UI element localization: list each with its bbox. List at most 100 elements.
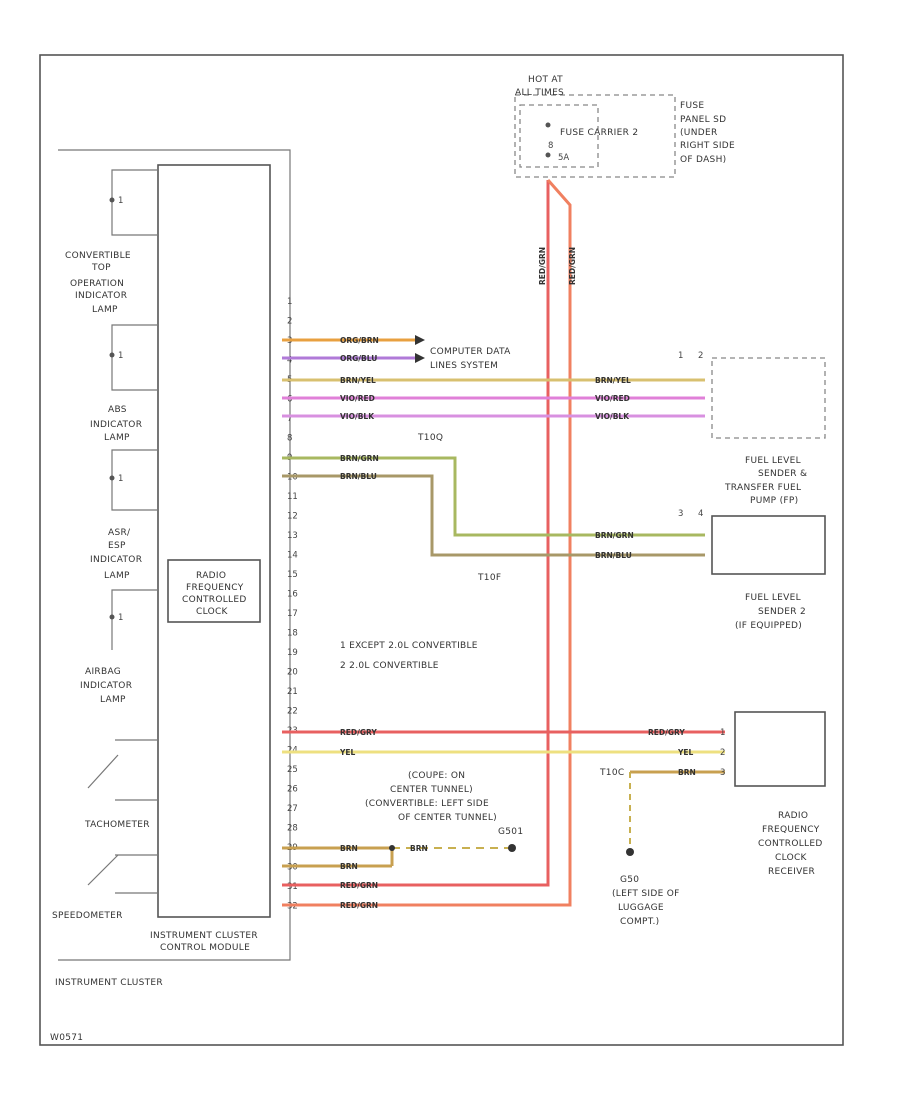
rf-receiver-box [734, 711, 826, 787]
icm-pin-list: 1234567891011121314151617181920212223242… [287, 297, 298, 912]
asr-esp-label-2: ESP [108, 541, 126, 551]
icm-pin-8: 8 [287, 434, 292, 444]
fuse-amps: 5A [558, 153, 569, 163]
rf-clock-label-4: CLOCK [196, 607, 229, 617]
instrument-cluster-bracket [58, 149, 291, 961]
fuse-number: 8 [548, 141, 553, 151]
g501-label-2: CENTER TUNNEL) [390, 785, 473, 795]
asr-esp-label-3: INDICATOR [90, 555, 142, 565]
fuel-sender-2-label-1: FUEL LEVEL [745, 593, 801, 603]
rf-b-label-left: YEL [339, 748, 356, 757]
icm-pin-19: 19 [287, 648, 298, 658]
sender2-b-label-right: BRN/BLU [595, 551, 632, 560]
rf-receiver-label-3: CONTROLLED [758, 839, 823, 849]
fuse-carrier-box [519, 104, 599, 168]
g50-label-3: LUGGAGE [618, 903, 664, 913]
diagram-id: W0571 [50, 1033, 83, 1043]
fuse-panel-box [514, 94, 676, 178]
icm-pin-28: 28 [287, 824, 298, 834]
icm-pin-27: 27 [287, 804, 298, 814]
fuse-terminal-top-icon [545, 122, 551, 128]
receiver-pin-label-2: 2 [720, 748, 725, 758]
lamp-note-2: 1 [118, 351, 123, 361]
icm-pin-13: 13 [287, 531, 298, 541]
g501-label-5: G501 [498, 827, 523, 837]
feed-wire-b [282, 179, 572, 907]
t10q-label: T10Q [417, 433, 443, 443]
fuse-panel-note-3: (UNDER [680, 128, 718, 138]
convertible-top-label-3: OPERATION [70, 279, 124, 289]
icm-pin-14: 14 [287, 551, 298, 561]
lamp-note-3: 1 [118, 474, 123, 484]
sender1-pin-label-1: 1 [678, 351, 683, 361]
icm-pin-15: 15 [287, 570, 298, 580]
feed-wire-b-label: RED/GRN [568, 247, 577, 285]
rf-a-label-right: RED/GRY [648, 728, 685, 737]
asr-esp-lamp-icon [109, 475, 115, 481]
g50-label-2: (LEFT SIDE OF [612, 889, 680, 899]
rf-receiver-label-4: CLOCK [775, 853, 808, 863]
convertible-top-label-2: TOP [91, 263, 111, 273]
icm-label-1: INSTRUMENT CLUSTER [150, 931, 258, 941]
feed-wire-a-label: RED/GRN [538, 247, 547, 285]
convertible-top-lamp-icon [109, 197, 115, 203]
icm-pin-7: 7 [287, 414, 292, 424]
rf-receiver-label-2: FREQUENCY [762, 825, 820, 835]
sender1-b-label-left: VIO/RED [340, 394, 375, 403]
fuel-sender-2-label-2: SENDER 2 [758, 607, 806, 617]
gnd-splice-icon [389, 845, 395, 851]
tachometer-label: TACHOMETER [84, 820, 150, 830]
t10c-label: T10C [599, 768, 624, 778]
t10f-label: T10F [477, 573, 501, 583]
icm-pin-17: 17 [287, 609, 298, 619]
convertible-top-label-1: CONVERTIBLE [65, 251, 131, 261]
icm-box [157, 164, 271, 918]
icm-pin-25: 25 [287, 765, 298, 775]
g501-label-3: (CONVERTIBLE: LEFT SIDE [365, 799, 489, 809]
ground-g501-icon [508, 844, 516, 852]
gnd-a-label: BRN [340, 844, 358, 853]
convertible-top-label-5: LAMP [92, 305, 118, 315]
icm-pin-31: 31 [287, 882, 298, 892]
airbag-lamp-wire [111, 589, 158, 650]
fuse-panel-note-5: OF DASH) [680, 155, 726, 165]
airbag-lamp-icon [109, 614, 115, 620]
g501-label-4: OF CENTER TUNNEL) [398, 813, 497, 823]
fuel-sender-2-label-3: (IF EQUIPPED) [735, 621, 802, 631]
speedometer-needle-icon [87, 854, 119, 886]
fuse-panel-note-1: FUSE [680, 101, 704, 111]
g501-label-1: (COUPE: ON [408, 771, 465, 781]
feed-a-label-left: RED/GRN [340, 881, 378, 890]
instrument-cluster-label: INSTRUMENT CLUSTER [55, 978, 163, 988]
icm-pin-16: 16 [287, 590, 298, 600]
hot-at-line-2: ALL TIMES [515, 88, 564, 98]
tachometer-needle-icon [87, 754, 119, 789]
lamp-note-1: 1 [118, 196, 123, 206]
can-low-arrow-icon [415, 353, 425, 363]
diagram-frame [39, 54, 844, 1046]
fuel-sender-2-box [711, 515, 826, 575]
computer-data-label-2: LINES SYSTEM [430, 361, 498, 371]
receiver-pin-label-1: 1 [720, 728, 725, 738]
note-1: 1 EXCEPT 2.0L CONVERTIBLE [340, 641, 478, 651]
sender1-a-label-right: BRN/YEL [595, 376, 631, 385]
sender2-pin-label-2: 4 [698, 509, 703, 519]
speedometer-label: SPEEDOMETER [52, 911, 123, 921]
abs-lamp-icon [109, 352, 115, 358]
hot-at-line-1: HOT AT [528, 75, 563, 85]
rf-receiver-label-5: RECEIVER [768, 867, 815, 877]
icm-pin-2: 2 [287, 317, 292, 327]
sender2-a-label-left: BRN/GRN [340, 454, 379, 463]
abs-label-3: LAMP [104, 433, 130, 443]
sender1-a-label-left: BRN/YEL [340, 376, 376, 385]
airbag-label-2: INDICATOR [80, 681, 132, 691]
sender2-b-label-left: BRN/BLU [340, 472, 377, 481]
rf-clock-box [167, 559, 261, 623]
abs-label-1: ABS [108, 405, 127, 415]
abs-label-2: INDICATOR [90, 420, 142, 430]
g50-label-4: COMPT.) [620, 917, 659, 927]
rf-a-label-left: RED/GRY [340, 728, 377, 737]
gnd-b-label: BRN [340, 862, 358, 871]
sender2-wire-b [282, 474, 705, 557]
rf-receiver-label-1: RADIO [778, 811, 808, 821]
